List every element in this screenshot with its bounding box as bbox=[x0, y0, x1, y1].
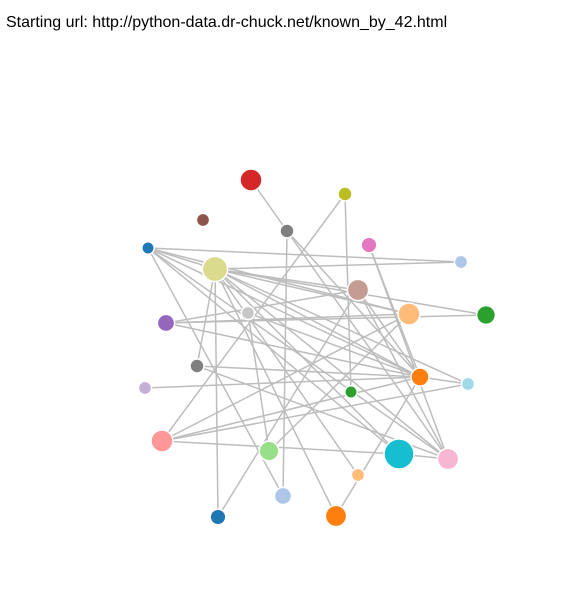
edge-n15-n16 bbox=[144, 376, 421, 389]
graph-node-n20[interactable] bbox=[258, 440, 280, 462]
graph-node-n5[interactable] bbox=[360, 236, 378, 254]
graph-node-n1[interactable] bbox=[239, 168, 263, 192]
edge-n7-n26 bbox=[214, 268, 337, 517]
edge-layer bbox=[144, 179, 487, 518]
edge-n7-n15 bbox=[214, 268, 421, 378]
graph-node-n15[interactable] bbox=[410, 367, 430, 387]
graph-node-n8[interactable] bbox=[453, 254, 469, 270]
graph-node-n19[interactable] bbox=[150, 429, 174, 453]
graph-node-n16[interactable] bbox=[137, 380, 153, 396]
graph-node-n10[interactable] bbox=[156, 313, 176, 333]
edge-n7-n8 bbox=[214, 261, 462, 270]
edge-n5-n15 bbox=[368, 244, 421, 378]
edge-n7-n12 bbox=[214, 268, 410, 315]
edge-n12-n20 bbox=[268, 313, 410, 452]
edge-n4-n15 bbox=[286, 230, 421, 378]
graph-node-n25[interactable] bbox=[209, 508, 227, 526]
graph-node-n18[interactable] bbox=[460, 376, 476, 392]
graph-node-n12[interactable] bbox=[397, 302, 421, 326]
edge-n9-n10 bbox=[165, 289, 359, 324]
edge-n10-n15 bbox=[165, 322, 421, 378]
graph-node-n9[interactable] bbox=[346, 278, 370, 302]
graph-node-n13[interactable] bbox=[475, 304, 497, 326]
edge-n6-n21 bbox=[147, 247, 400, 455]
edge-n14-n15 bbox=[196, 365, 421, 378]
graph-node-n6[interactable] bbox=[141, 241, 155, 255]
graph-node-n17[interactable] bbox=[344, 385, 358, 399]
edge-n9-n25 bbox=[217, 289, 359, 518]
edge-n7-n23 bbox=[214, 268, 359, 476]
graph-node-n3[interactable] bbox=[195, 212, 211, 228]
graph-node-n21[interactable] bbox=[383, 438, 415, 470]
edge-n7-n25 bbox=[214, 268, 219, 518]
edge-n11-n15 bbox=[247, 312, 421, 378]
graph-node-n7[interactable] bbox=[201, 255, 229, 283]
edge-n7-n14 bbox=[196, 268, 216, 367]
edge-n4-n24 bbox=[282, 230, 288, 497]
edge-n7-n22 bbox=[214, 268, 449, 460]
graph-node-n24[interactable] bbox=[273, 486, 293, 506]
graph-node-n23[interactable] bbox=[350, 467, 366, 483]
edge-n7-n21 bbox=[214, 268, 400, 455]
edge-n19-n21 bbox=[161, 440, 400, 455]
edge-n15-n26 bbox=[335, 376, 421, 517]
edge-n11-n20 bbox=[247, 312, 270, 452]
graph-node-n14[interactable] bbox=[189, 358, 205, 374]
edge-n7-n18 bbox=[214, 268, 469, 385]
graph-node-n2[interactable] bbox=[337, 186, 353, 202]
edge-n18-n19 bbox=[161, 383, 469, 442]
graph-node-n22[interactable] bbox=[436, 447, 460, 471]
graph-node-n11[interactable] bbox=[240, 305, 256, 321]
starting-url-text: Starting url: http://python-data.dr-chuc… bbox=[6, 14, 448, 31]
edge-n10-n13 bbox=[165, 314, 487, 324]
graph-node-n26[interactable] bbox=[324, 504, 348, 528]
edge-n12-n19 bbox=[161, 313, 410, 442]
node-layer bbox=[137, 168, 497, 528]
graph-node-n4[interactable] bbox=[279, 223, 295, 239]
edge-n15-n19 bbox=[161, 376, 421, 442]
